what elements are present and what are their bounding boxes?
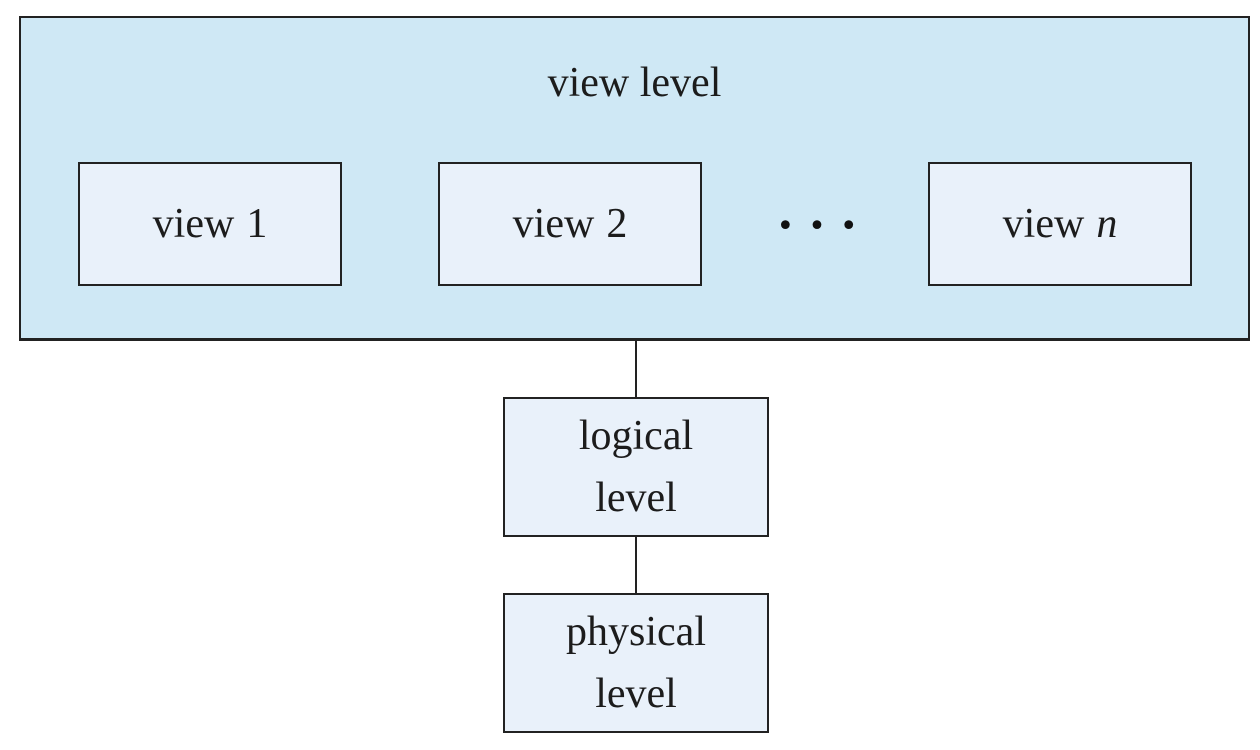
ellipsis-dots: ••• [776,208,872,244]
view-n-box: view n [928,162,1192,286]
view-1-box: view 1 [78,162,342,286]
logical-level-box: logical level [503,397,769,537]
view-1-label-prefix: view [152,201,235,247]
view-2-box: view 2 [438,162,702,286]
physical-level-label-line1: physical [566,609,706,655]
connector-logical-to-physical [635,537,637,593]
physical-level-box: physical level [503,593,769,733]
logical-level-label-line1: logical [578,413,694,459]
view-2-label-suffix: 2 [606,201,628,247]
view-n-label-prefix: view [1002,201,1085,247]
view-2-label-prefix: view [512,201,595,247]
view-level-title: view level [547,60,722,106]
view-n-label-suffix: n [1096,201,1118,247]
connector-view-to-logical [635,341,637,397]
logical-level-label-line2: level [595,475,677,521]
physical-level-label-line2: level [595,671,677,717]
view-1-label-suffix: 1 [246,201,268,247]
